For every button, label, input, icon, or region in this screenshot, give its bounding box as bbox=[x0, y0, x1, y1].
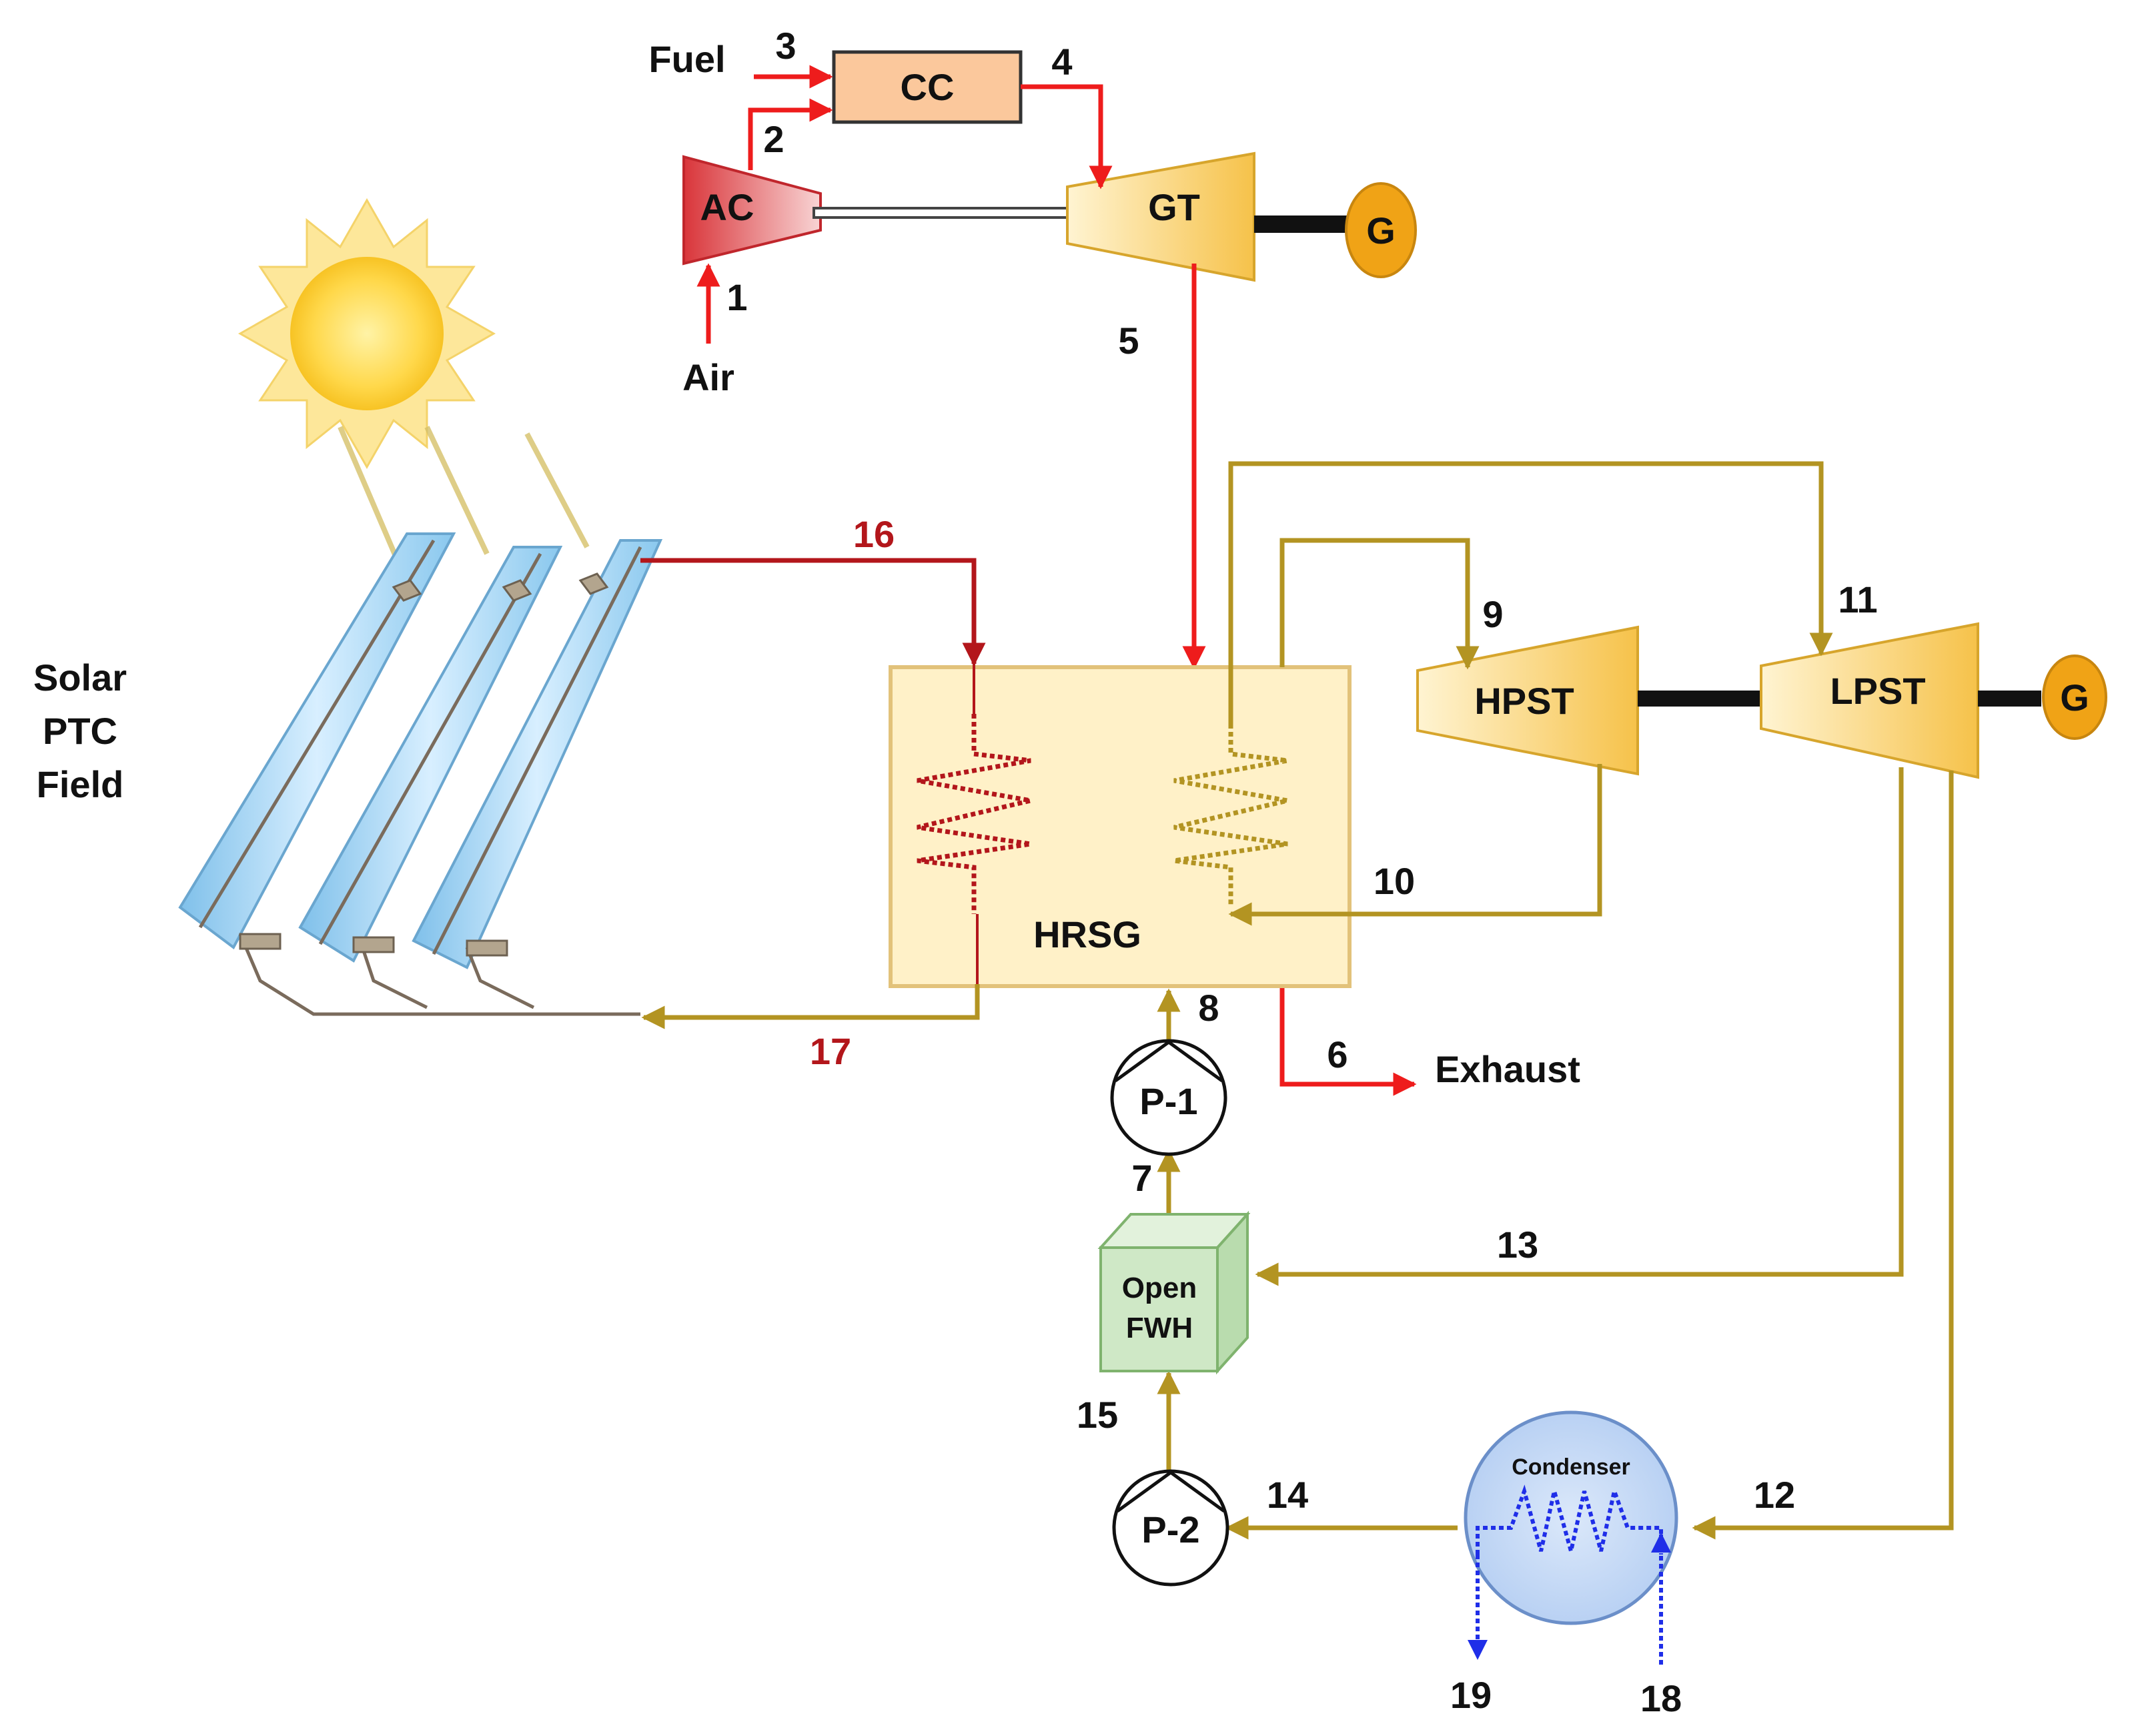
gt-label: GT bbox=[1148, 186, 1200, 228]
gas-flow-lines bbox=[696, 65, 1417, 1096]
sun-rays bbox=[338, 426, 590, 568]
state-12-label: 12 bbox=[1754, 1474, 1795, 1516]
ac-label: AC bbox=[700, 186, 754, 228]
state-3-label: 3 bbox=[775, 25, 796, 67]
state-18-label: 18 bbox=[1640, 1677, 1682, 1719]
lp-steam-turbine: LPST bbox=[1760, 622, 1979, 779]
parabolic-trough-collectors bbox=[178, 532, 663, 1016]
lpst-label: LPST bbox=[1830, 670, 1925, 712]
state-4-label: 4 bbox=[1051, 41, 1072, 83]
pump-p1: P-1 bbox=[1110, 1039, 1227, 1156]
hrsg-steam-coil bbox=[1173, 724, 1288, 907]
flow-lpst-to-condenser bbox=[1692, 771, 1954, 1540]
pump-p1-label: P-1 bbox=[1139, 1080, 1197, 1122]
exhaust-label: Exhaust bbox=[1435, 1048, 1580, 1090]
pump-p2-label: P-2 bbox=[1141, 1508, 1199, 1551]
state-1-label: 1 bbox=[726, 276, 747, 318]
gt-shaft bbox=[813, 207, 1075, 219]
flow-stack-exhaust bbox=[1279, 986, 1417, 1096]
solar-fluid-lines bbox=[640, 558, 986, 1029]
state-7-label: 7 bbox=[1131, 1157, 1152, 1199]
state-2-label: 2 bbox=[763, 118, 784, 160]
flow-solar-to-hrsg bbox=[640, 558, 986, 667]
hpst-label: HPST bbox=[1474, 680, 1574, 722]
pump-p2: P-2 bbox=[1112, 1469, 1229, 1587]
st-generator-label: G bbox=[2060, 677, 2089, 719]
air-compressor: AC bbox=[682, 155, 822, 266]
condenser-label: Condenser bbox=[1512, 1454, 1630, 1480]
cooling-water-lines bbox=[1468, 1533, 1671, 1665]
state-19-label: 19 bbox=[1450, 1674, 1492, 1716]
gt-generator: G bbox=[1345, 182, 1417, 278]
air-label: Air bbox=[682, 356, 734, 398]
hrsg-solar-coil bbox=[917, 714, 1031, 914]
gt-generator-label: G bbox=[1366, 209, 1396, 252]
flow-compressed-air bbox=[748, 98, 833, 170]
solar-field-label-line2: PTC bbox=[43, 710, 117, 752]
flow-lpst-to-fwh bbox=[1255, 767, 1904, 1286]
open-fwh: Open FWH bbox=[1097, 1210, 1251, 1375]
hrsg-label: HRSG bbox=[1033, 913, 1141, 955]
fwh-label-line1: Open bbox=[1122, 1272, 1197, 1304]
condenser-coil bbox=[1476, 1484, 1663, 1555]
state-13-label: 13 bbox=[1497, 1224, 1538, 1266]
st-generator-shaft bbox=[1978, 691, 2041, 707]
flow-hrsg-to-solar bbox=[641, 984, 980, 1029]
flow-cc-to-gt bbox=[1021, 84, 1113, 189]
cc-label: CC bbox=[901, 66, 955, 108]
hp-steam-turbine: HPST bbox=[1416, 625, 1639, 776]
gas-turbine: GT bbox=[1066, 151, 1255, 282]
steam-water-lines bbox=[1157, 461, 1954, 1540]
state-16-label: 16 bbox=[853, 513, 895, 555]
flow-hrsg-to-lpst bbox=[1228, 461, 1833, 724]
gt-generator-shaft bbox=[1254, 215, 1348, 233]
state-10-label: 10 bbox=[1374, 860, 1415, 902]
state-9-label: 9 bbox=[1482, 593, 1503, 635]
solar-field-label-line1: Solar bbox=[33, 657, 127, 699]
state-8-label: 8 bbox=[1198, 987, 1219, 1029]
st-generator: G bbox=[2042, 655, 2107, 740]
hrsg: HRSG bbox=[889, 665, 1352, 988]
flow-hpst-reheat bbox=[1228, 764, 1602, 926]
stream-labels: Fuel Air Exhaust 1 2 3 4 5 6 7 8 9 10 11… bbox=[648, 25, 1877, 1719]
st-shaft bbox=[1638, 691, 1761, 707]
state-15-label: 15 bbox=[1077, 1394, 1118, 1436]
solar-field-label-line3: Field bbox=[37, 763, 124, 805]
state-6-label: 6 bbox=[1327, 1033, 1348, 1075]
fwh-label-line2: FWH bbox=[1126, 1312, 1193, 1344]
state-14-label: 14 bbox=[1267, 1474, 1308, 1516]
state-17-label: 17 bbox=[810, 1030, 851, 1072]
sun-icon bbox=[237, 197, 496, 470]
combustion-chamber: CC bbox=[832, 50, 1023, 124]
solar-ptc-field: Solar PTC Field bbox=[33, 197, 663, 1016]
state-5-label: 5 bbox=[1118, 320, 1139, 362]
state-11-label: 11 bbox=[1838, 578, 1877, 620]
condenser: Condenser bbox=[1464, 1410, 1678, 1625]
fuel-label: Fuel bbox=[648, 38, 725, 80]
flow-hrsg-to-hpst bbox=[1279, 538, 1480, 670]
gas-turbine-cycle: CC AC GT G bbox=[682, 50, 1417, 282]
